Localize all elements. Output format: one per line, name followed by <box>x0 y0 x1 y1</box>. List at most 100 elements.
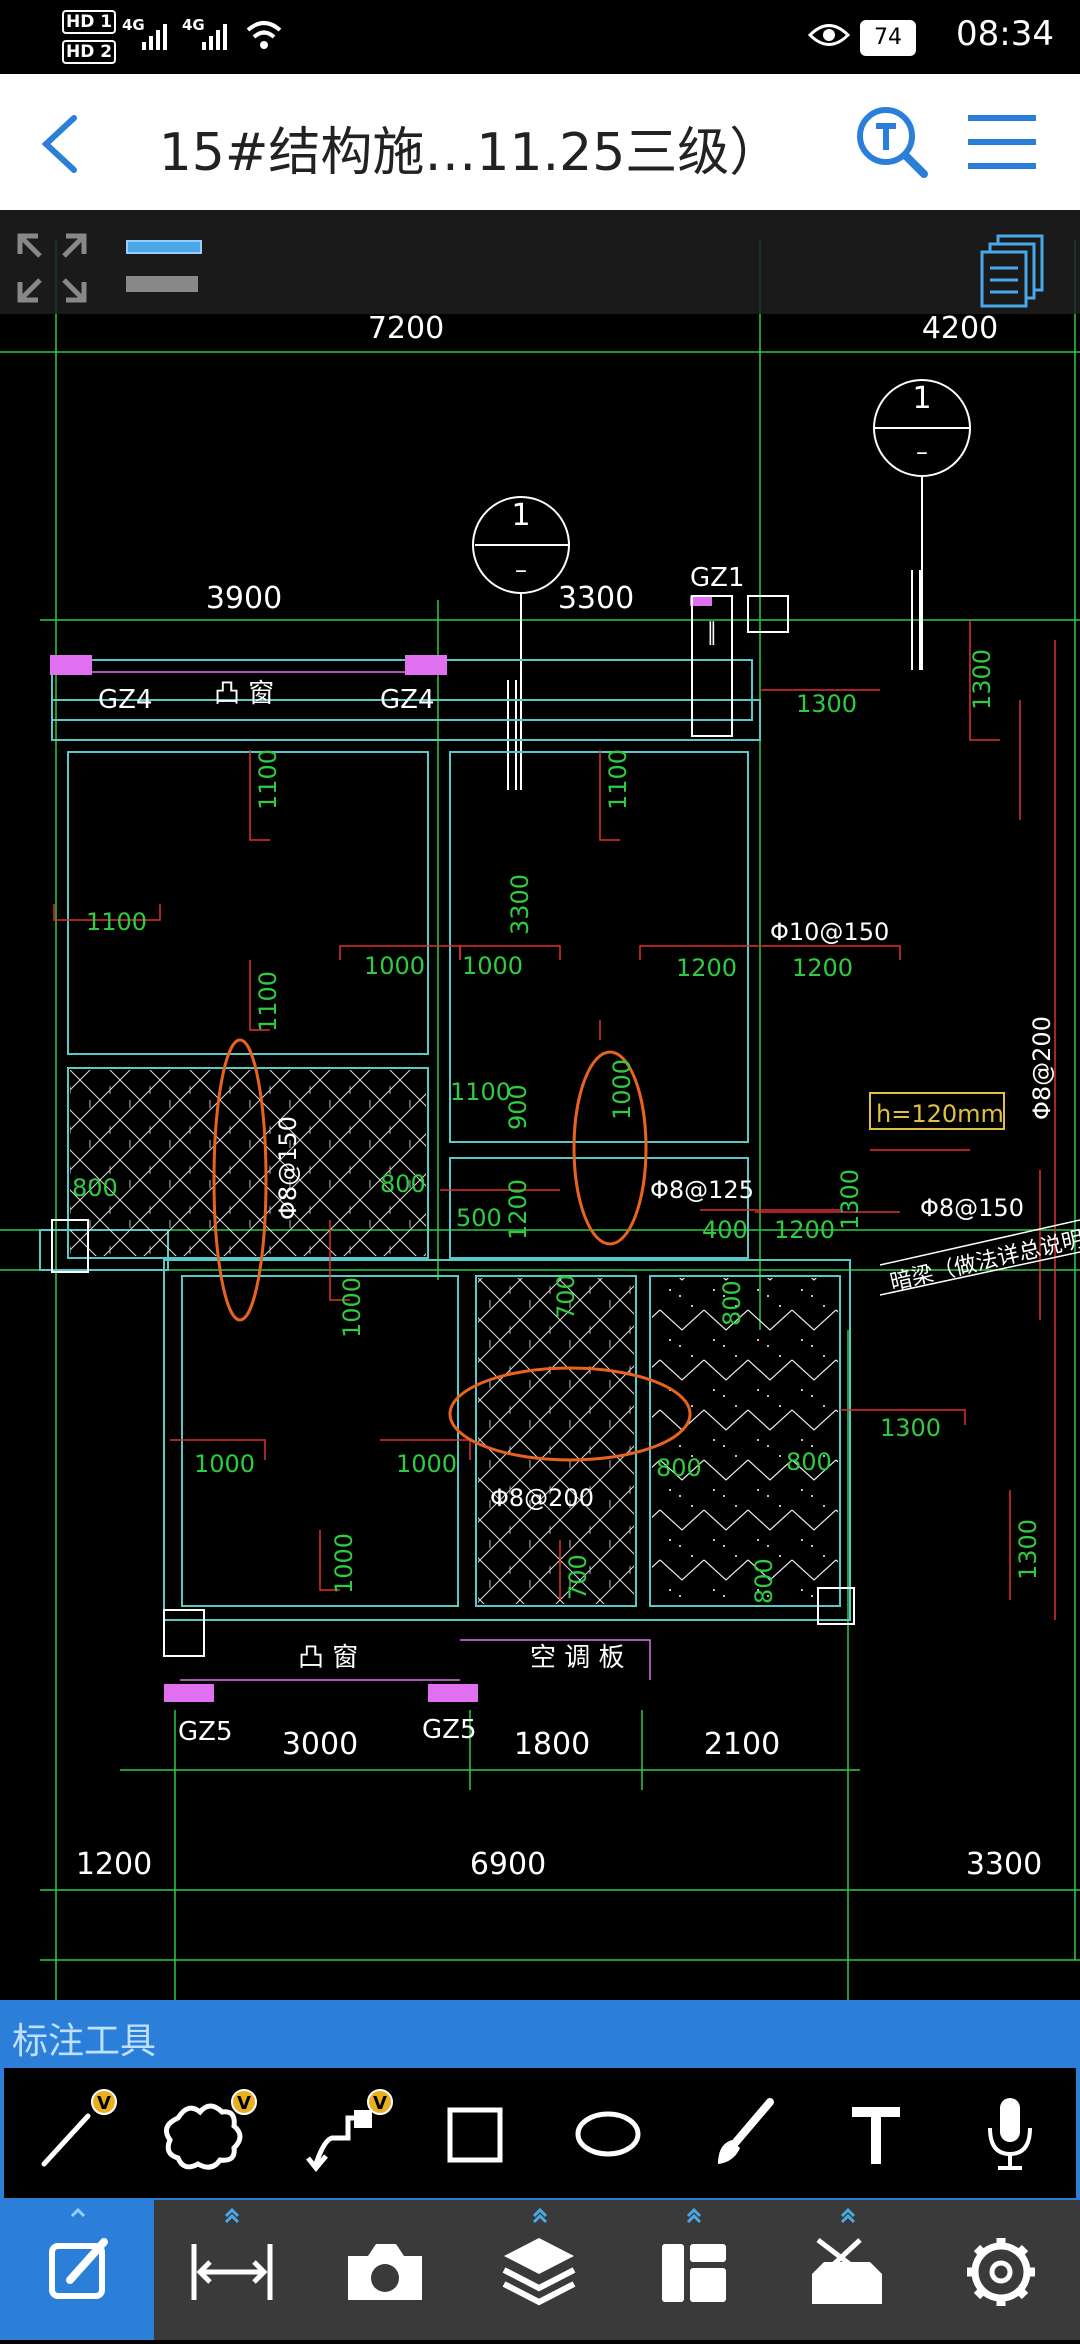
column-label: GZ5 <box>422 1715 477 1745</box>
version-badge: V <box>237 2093 251 2114</box>
version-badge: V <box>97 2093 111 2114</box>
clock: 08:34 <box>956 14 1054 54</box>
text-search-icon[interactable] <box>854 104 930 180</box>
cad-drawing-canvas[interactable]: 1 – 1 – <box>0 210 1080 2000</box>
beam-band <box>879 1219 1080 1296</box>
rebar-label: Φ8@200 <box>1028 1016 1056 1120</box>
room-label: 凸 窗 <box>298 1643 358 1673</box>
green-dim: 1200 <box>504 1179 532 1240</box>
dim-bottom2-1: 1200 <box>76 1847 152 1882</box>
green-dimension-labels: 1300 1300 1100 1100 1100 3300 1000 1000 … <box>72 649 1042 1604</box>
svg-text:1: 1 <box>511 498 530 533</box>
layer-toggle-active[interactable] <box>126 240 202 254</box>
green-dim: 1000 <box>364 952 425 980</box>
rebar-label: Φ10@150 <box>770 918 889 946</box>
gear-icon <box>967 2238 1035 2306</box>
green-dim: 1000 <box>462 952 523 980</box>
dim-second-2: 3300 <box>558 581 634 616</box>
grid-lines <box>0 240 1080 2000</box>
wall-outlines <box>39 659 851 1621</box>
svg-text:1: 1 <box>912 381 931 416</box>
battery-indicator: 74 <box>860 20 916 56</box>
voice-tool-button[interactable] <box>942 2068 1076 2198</box>
hatched-slab-2 <box>478 1278 634 1604</box>
column-labels: GZ4 GZ4 GZ1 GZ5 GZ5 <box>98 563 745 1747</box>
magenta-lines <box>70 671 651 1681</box>
green-dim: 800 <box>718 1280 746 1326</box>
green-dim: 1300 <box>836 1169 864 1230</box>
green-dim: 1300 <box>880 1414 941 1442</box>
rectangle-tool-button[interactable] <box>406 2068 540 2198</box>
fullscreen-icon[interactable] <box>16 232 88 304</box>
dim-bottom1-3: 2100 <box>704 1727 780 1762</box>
line-tool-button[interactable]: V <box>4 2068 138 2198</box>
layout-icon <box>662 2207 726 2302</box>
green-dim: 700 <box>552 1274 580 1320</box>
nav-layout[interactable] <box>616 2200 770 2340</box>
text-tool-button[interactable] <box>808 2068 942 2198</box>
back-icon[interactable] <box>36 114 86 174</box>
rebar-label: Φ8@150 <box>274 1116 302 1220</box>
signal1-icon <box>142 24 167 50</box>
green-dim: 1100 <box>450 1078 511 1106</box>
green-dim: 400 <box>702 1216 748 1244</box>
green-dim: 800 <box>786 1448 832 1476</box>
dim-bottom2-3: 3300 <box>966 1847 1042 1882</box>
rebar-label: Φ8@200 <box>490 1484 594 1512</box>
green-dim: 1300 <box>968 649 996 710</box>
room-label: 空 调 板 <box>530 1643 625 1673</box>
measure-icon <box>191 2207 273 2300</box>
green-dim: 1000 <box>338 1277 366 1338</box>
menu-icon[interactable] <box>964 112 1040 172</box>
toolbox-icon <box>812 2207 882 2304</box>
eye-icon <box>808 24 850 46</box>
slab-thickness-label: h=120mm <box>876 1100 1004 1128</box>
annotation-toolbar-title: 标注工具 <box>12 2021 157 2062</box>
svg-text:–: – <box>515 556 527 584</box>
nav-annotate[interactable] <box>0 2200 154 2340</box>
cloud-tool-button[interactable]: V <box>138 2068 272 2198</box>
column-label: GZ4 <box>98 685 153 715</box>
drawing-overlay-bar <box>0 210 1080 314</box>
green-dim: 1300 <box>1014 1519 1042 1580</box>
nav-layers[interactable] <box>462 2200 616 2340</box>
dim-bottom2-2: 6900 <box>470 1847 546 1882</box>
layer-toggle-inactive[interactable] <box>126 276 198 292</box>
ellipse-tool-button[interactable] <box>540 2068 674 2198</box>
green-dim: 1300 <box>796 690 857 718</box>
dim-second-1: 3900 <box>206 581 282 616</box>
arrow-tool-button[interactable]: V <box>272 2068 406 2198</box>
room-label: 凸 窗 <box>214 679 274 709</box>
rebar-lines <box>53 620 1056 1620</box>
green-dim: 1000 <box>194 1450 255 1478</box>
nav-settings[interactable] <box>924 2200 1078 2340</box>
nav-tools[interactable] <box>770 2200 924 2340</box>
rebar-label: Φ8@150 <box>920 1194 1024 1222</box>
column-label: GZ1 <box>690 563 745 593</box>
document-title: 15#结构施…11.25三级） <box>158 123 782 183</box>
green-dim: 3300 <box>506 874 534 935</box>
dim-bottom1-1: 3000 <box>282 1727 358 1762</box>
dim-top-1: 7200 <box>368 311 444 346</box>
brush-tool-button[interactable] <box>674 2068 808 2198</box>
green-dim: 1100 <box>254 971 282 1032</box>
dimension-labels: 7200 4200 3900 3300 3000 1800 2100 1200 … <box>76 311 1042 1882</box>
version-badge: V <box>373 2093 387 2114</box>
ellipse-icon <box>575 2111 641 2157</box>
green-dim: 1200 <box>792 954 853 982</box>
hatched-slab-3 <box>652 1278 838 1604</box>
green-dim: 1000 <box>608 1059 636 1120</box>
room-labels: 凸 窗 凸 窗 空 调 板 <box>214 679 625 1673</box>
network1-label: 4G <box>122 16 145 34</box>
beam-label: 暗梁（做法详总说明） <box>888 1222 1080 1296</box>
nav-measure[interactable] <box>154 2200 308 2340</box>
signal2-icon <box>202 24 227 50</box>
green-dim: 900 <box>504 1084 532 1130</box>
green-dim: 700 <box>564 1554 592 1600</box>
green-dim: 1200 <box>676 954 737 982</box>
sheets-icon[interactable] <box>978 232 1050 312</box>
nav-camera[interactable] <box>308 2200 462 2340</box>
cad-drawing-svg: 1 – 1 – <box>0 240 1080 2000</box>
column-label: GZ4 <box>380 685 435 715</box>
green-dim: 1200 <box>774 1216 835 1244</box>
